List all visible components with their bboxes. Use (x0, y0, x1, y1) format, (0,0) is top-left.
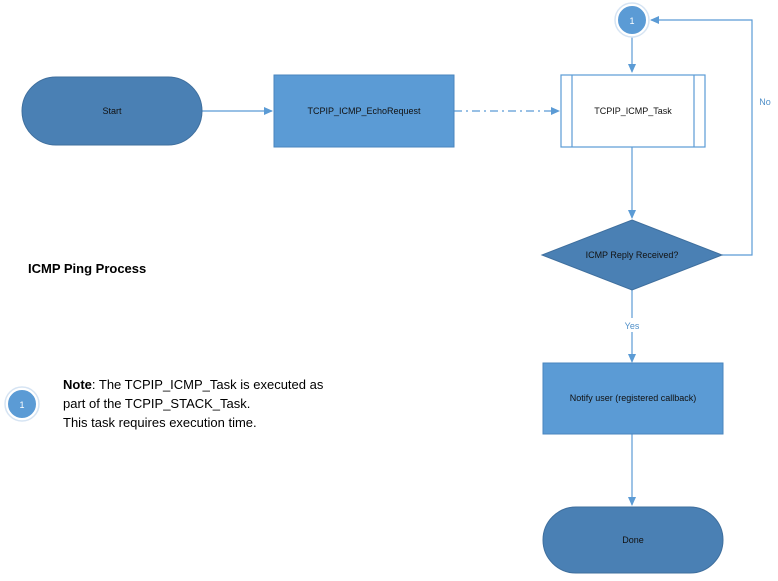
node-decision-label: ICMP Reply Received? (586, 250, 679, 260)
node-start: Start (21, 76, 203, 146)
connector-top: 1 (614, 2, 650, 38)
note-line-1: Note: The TCPIP_ICMP_Task is executed as (63, 377, 324, 392)
node-notify-label: Notify user (registered callback) (570, 393, 697, 403)
note-line-2: part of the TCPIP_STACK_Task. (63, 396, 250, 411)
note-line-3: This task requires execution time. (63, 415, 257, 430)
node-icmp-task: TCPIP_ICMP_Task (560, 74, 706, 148)
edge-label-yes: Yes (625, 321, 640, 331)
connector-top-label: 1 (629, 16, 634, 26)
node-notify: Notify user (registered callback) (542, 362, 724, 435)
node-done-label: Done (622, 535, 644, 545)
node-done: Done (542, 506, 724, 574)
node-icmp-task-label: TCPIP_ICMP_Task (594, 106, 672, 116)
edge-decision-no-loop (650, 16, 753, 256)
note-bold: Note (63, 377, 92, 392)
node-echo-request: TCPIP_ICMP_EchoRequest (273, 74, 455, 148)
note-line-1-text: : The TCPIP_ICMP_Task is executed as (92, 377, 324, 392)
connector-note-label: 1 (19, 400, 24, 410)
node-start-label: Start (102, 106, 122, 116)
edge-label-no: No (759, 97, 771, 107)
node-echo-request-label: TCPIP_ICMP_EchoRequest (307, 106, 421, 116)
node-decision: ICMP Reply Received? (540, 219, 724, 291)
diagram-title: ICMP Ping Process (28, 261, 146, 276)
connector-note: 1 (4, 386, 40, 422)
